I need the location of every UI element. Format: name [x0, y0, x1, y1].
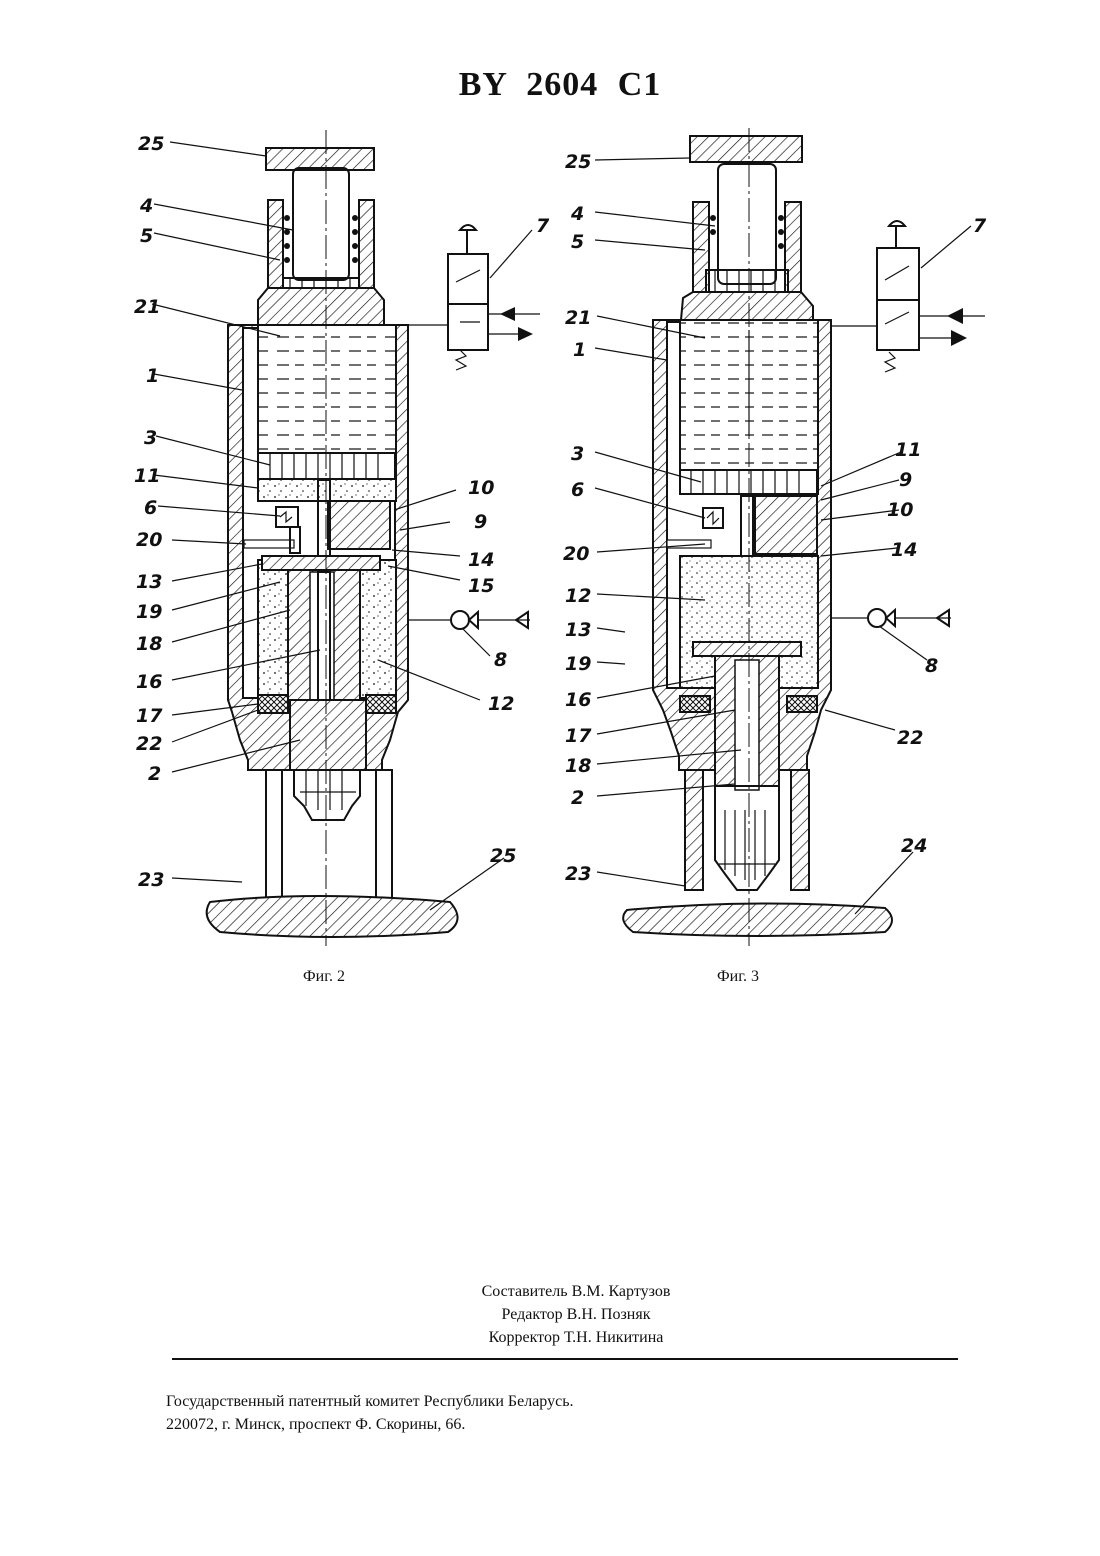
spring-housing-right — [359, 200, 374, 288]
label-25-bottom: 25 — [490, 845, 516, 867]
seal-right — [366, 695, 396, 713]
label-10: 10 — [468, 477, 494, 499]
label-23: 23 — [138, 869, 164, 891]
label-9: 9 — [474, 511, 487, 533]
stem — [718, 164, 776, 284]
label-1: 1 — [573, 339, 586, 361]
side-channel — [244, 540, 294, 548]
check-valve — [408, 611, 530, 629]
label-8: 8 — [925, 655, 938, 677]
label-20: 20 — [563, 543, 589, 565]
label-16: 16 — [565, 689, 591, 711]
seal-right — [787, 696, 817, 712]
label-24: 24 — [901, 835, 927, 857]
flange — [262, 556, 380, 570]
hatched-block — [328, 501, 390, 549]
corrector-credit: Корректор Т.Н. Никитина — [350, 1326, 802, 1349]
label-25-top: 25 — [138, 133, 164, 155]
label-8: 8 — [494, 649, 507, 671]
granular-chamber-upper — [258, 479, 396, 501]
seal-left — [258, 695, 288, 713]
label-2: 2 — [148, 763, 161, 785]
label-9: 9 — [899, 469, 912, 491]
label-6: 6 — [144, 497, 157, 519]
label-7: 7 — [973, 215, 987, 237]
hatched-block — [755, 496, 817, 554]
figure-2-drawing: 25 4 5 21 1 3 11 6 20 13 19 18 16 17 22 … — [130, 120, 550, 950]
flange — [693, 642, 801, 656]
organization-name: Государственный патентный комитет Респуб… — [166, 1390, 574, 1413]
label-14: 14 — [468, 549, 494, 571]
horizontal-rule — [172, 1358, 958, 1360]
label-11: 11 — [134, 465, 160, 487]
bottom-plate — [207, 896, 458, 937]
label-5: 5 — [140, 225, 153, 247]
label-19: 19 — [136, 601, 162, 623]
label-7: 7 — [536, 215, 550, 237]
label-21: 21 — [565, 307, 591, 329]
check-valve — [831, 609, 951, 627]
label-17: 17 — [565, 725, 592, 747]
support-right — [791, 770, 809, 890]
label-12: 12 — [488, 693, 514, 715]
label-14: 14 — [891, 539, 917, 561]
piston — [258, 453, 396, 479]
label-12: 12 — [565, 585, 591, 607]
organization-block: Государственный патентный комитет Респуб… — [166, 1390, 574, 1436]
label-13: 13 — [565, 619, 591, 641]
spring — [284, 215, 358, 263]
label-20: 20 — [136, 529, 162, 551]
label-15: 15 — [468, 575, 494, 597]
label-19: 19 — [565, 653, 591, 675]
tool-head — [294, 770, 360, 820]
label-3: 3 — [571, 443, 584, 465]
label-16: 16 — [136, 671, 162, 693]
label-23: 23 — [565, 863, 591, 885]
base-plate — [623, 903, 892, 936]
spring — [710, 215, 784, 249]
lower-piston — [290, 700, 366, 770]
editor-credit: Редактор В.Н. Позняк — [350, 1303, 802, 1326]
label-22: 22 — [897, 727, 923, 749]
stem — [293, 168, 349, 280]
label-11: 11 — [895, 439, 921, 461]
figure-3-caption: Фиг. 3 — [717, 968, 759, 986]
label-1: 1 — [146, 365, 159, 387]
spring-housing-left — [268, 200, 283, 288]
label-4: 4 — [139, 195, 153, 217]
compiler-credit: Составитель В.М. Картузов — [350, 1280, 802, 1303]
label-18: 18 — [136, 633, 162, 655]
valve — [276, 507, 298, 527]
label-10: 10 — [887, 499, 913, 521]
top-plate — [266, 148, 374, 170]
organization-address: 220072, г. Минск, проспект Ф. Скорины, 6… — [166, 1413, 574, 1436]
label-25: 25 — [565, 151, 591, 173]
credits-block: Составитель В.М. Картузов Редактор В.Н. … — [350, 1280, 802, 1349]
label-22: 22 — [136, 733, 162, 755]
label-4: 4 — [570, 203, 584, 225]
label-21: 21 — [134, 296, 160, 318]
top-plate — [690, 136, 802, 162]
control-valve — [831, 221, 985, 372]
label-18: 18 — [565, 755, 591, 777]
figure-3-drawing: 25 4 5 21 1 3 6 20 12 13 19 16 17 18 2 2… — [555, 120, 995, 950]
label-5: 5 — [571, 231, 584, 253]
label-13: 13 — [136, 571, 162, 593]
label-3: 3 — [144, 427, 157, 449]
document-number: BY 2604 C1 — [0, 66, 1100, 104]
label-2: 2 — [571, 787, 584, 809]
label-17: 17 — [136, 705, 163, 727]
label-6: 6 — [571, 479, 584, 501]
support-right — [376, 770, 392, 900]
seal-left — [680, 696, 710, 712]
figure-2-caption: Фиг. 2 — [303, 968, 345, 986]
liquid-chamber — [258, 325, 396, 453]
support-left — [266, 770, 282, 900]
